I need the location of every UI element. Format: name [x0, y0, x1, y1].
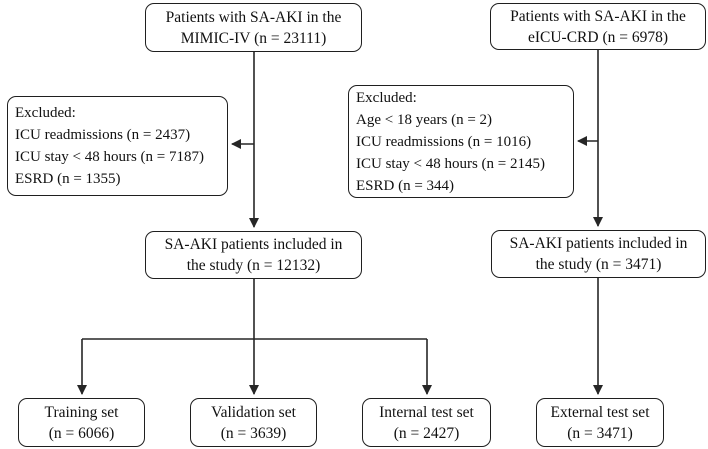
- box-line: Patients with SA-AKI in the: [510, 7, 686, 25]
- box-line: (n = 3471): [567, 424, 633, 442]
- box-line: Internal test set: [379, 403, 474, 421]
- box-validation-set: Validation set (n = 3639): [190, 398, 317, 447]
- box-training-set: Training set (n = 6066): [18, 398, 145, 447]
- box-line: SA-AKI patients included in: [164, 236, 343, 253]
- box-external-test-set: External test set (n = 3471): [536, 398, 664, 447]
- box-line: ICU stay < 48 hours (n = 7187): [15, 149, 204, 165]
- box-line: Validation set: [211, 403, 296, 421]
- box-eicu-excluded: Excluded: Age < 18 years (n = 2) ICU rea…: [348, 85, 574, 198]
- box-line: ICU stay < 48 hours (n = 2145): [356, 155, 545, 172]
- box-line: (n = 6066): [48, 424, 115, 442]
- box-mimic-included: SA-AKI patients included in the study (n…: [145, 231, 362, 279]
- box-line: Age < 18 years (n = 2): [356, 111, 493, 128]
- box-line: eICU-CRD (n = 6978): [527, 28, 669, 46]
- box-line: (n = 3639): [220, 424, 287, 442]
- box-line: (n = 2427): [393, 424, 460, 442]
- box-mimic-source: Patients with SA-AKI in the MIMIC-IV (n …: [145, 3, 362, 52]
- box-line: ESRD (n = 344): [356, 177, 455, 194]
- box-line: Excluded:: [15, 105, 76, 121]
- box-line: External test set: [550, 403, 650, 421]
- box-eicu-source: Patients with SA-AKI in the eICU-CRD (n …: [490, 3, 706, 50]
- box-line: Patients with SA-AKI in the: [165, 8, 342, 26]
- box-line: ESRD (n = 1355): [15, 171, 121, 187]
- box-line: ICU readmissions (n = 2437): [15, 127, 191, 143]
- box-line: SA-AKI patients included in: [509, 235, 688, 252]
- box-line: the study (n = 3471): [535, 256, 662, 273]
- box-line: ICU readmissions (n = 1016): [356, 133, 532, 150]
- box-internal-test-set: Internal test set (n = 2427): [362, 398, 491, 447]
- box-line: the study (n = 12132): [186, 257, 321, 274]
- box-eicu-included: SA-AKI patients included in the study (n…: [491, 230, 706, 278]
- box-line: Training set: [44, 403, 119, 421]
- box-mimic-excluded: Excluded: ICU readmissions (n = 2437) IC…: [7, 96, 228, 196]
- box-line: MIMIC-IV (n = 23111): [180, 29, 327, 47]
- box-line: Excluded:: [356, 89, 417, 106]
